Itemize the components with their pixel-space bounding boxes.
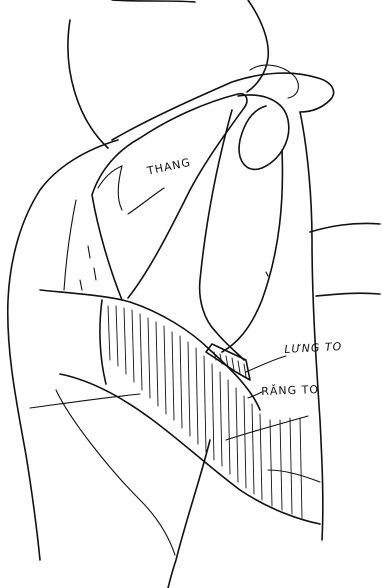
thang-leader (128, 188, 164, 214)
scapula-medial (222, 150, 282, 352)
trapezius-outline (92, 94, 247, 300)
left-back-outline (8, 140, 118, 560)
shoulder-outline (112, 73, 334, 140)
latissimus-hatch (214, 352, 246, 377)
right-arm-edge (310, 223, 380, 296)
lung-to-leader (246, 356, 286, 372)
texture-marks (80, 246, 268, 290)
head-outline (68, 0, 268, 148)
label-rang-to: RĂNG TO (261, 383, 319, 398)
diagonal-band-divider-lower (268, 470, 320, 482)
scapula-border (200, 110, 244, 360)
lower-crossing-line (168, 440, 210, 588)
diagonal-band-divider (226, 416, 308, 440)
diagonal-band-hatch (108, 306, 302, 518)
trapezius-inner (98, 166, 122, 210)
diagonal-band-left (100, 300, 106, 384)
